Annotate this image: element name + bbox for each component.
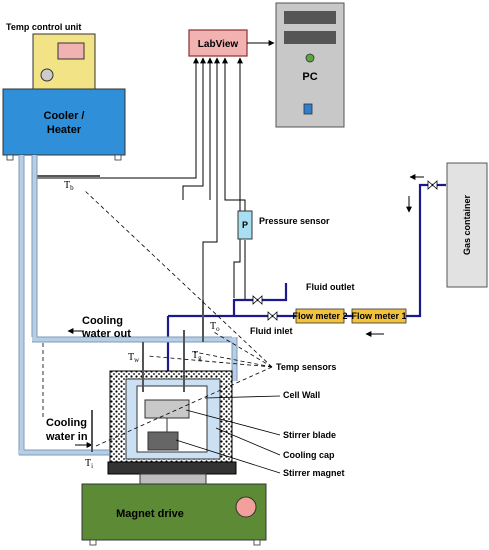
magnet-base-plate: [107, 461, 237, 475]
gas-container: Gas container: [446, 162, 488, 288]
magnet-drive-knob: [235, 496, 257, 518]
magnet-drive-label: Magnet drive: [116, 508, 184, 520]
gas-supply-pipe: [406, 183, 446, 318]
temp-unit-knob: [40, 68, 54, 82]
cooling-water-in-label-1: Cooling: [46, 417, 87, 429]
cooler-heater-label-2: Heater: [47, 124, 82, 136]
tw-label: Tw: [128, 352, 140, 364]
stirrer-magnet: [147, 431, 179, 451]
cell-assembly: [107, 370, 237, 475]
flow-meter-1: Flow meter 1: [351, 308, 407, 324]
pc-tower: PC: [275, 2, 345, 128]
ti-label: Ti: [85, 458, 93, 470]
cooling-water-out-label-2: water out: [81, 328, 131, 340]
magnet-drive: Magnet drive: [81, 473, 267, 546]
signal-lines: [33, 57, 246, 300]
gas-container-label: Gas container: [462, 194, 472, 255]
signal-line-pressure: [222, 57, 246, 211]
cooler-heater-label-1: Cooler /: [44, 110, 85, 122]
temp-control-unit-label: Temp control unit: [6, 22, 81, 32]
pc-label: PC: [302, 71, 317, 83]
fluid-outlet-label: Fluid outlet: [306, 282, 355, 292]
cooling-water-pipes: [18, 155, 238, 456]
pressure-sensor-label: Pressure sensor: [259, 216, 330, 226]
pc-power-led: [305, 53, 315, 63]
cooling-water-in-label-2: water in: [45, 431, 88, 443]
temp-control-unit: [32, 33, 96, 91]
pressure-sensor: P: [237, 210, 253, 300]
signal-line-tw: [182, 57, 206, 200]
pc-button: [303, 103, 313, 115]
flow-meter-2-label: Flow meter 2: [292, 311, 347, 321]
cooling-water-out-label-1: Cooling: [82, 315, 123, 327]
labview-box: LabView: [188, 29, 248, 57]
stirrer-blade: [144, 399, 190, 419]
to-label: To: [210, 321, 220, 333]
pc-drive-bay-1: [284, 11, 336, 24]
tb-label: Tb: [64, 180, 74, 192]
stirrer-blade-label: Stirrer blade: [283, 430, 336, 440]
flow-valve-2: [267, 311, 278, 321]
tg-label: Tg: [192, 350, 202, 362]
pressure-symbol: P: [242, 220, 248, 230]
fluid-inlet-label: Fluid inlet: [250, 326, 293, 336]
gas-valve: [427, 180, 438, 190]
cooler-heater: Cooler / Heater: [2, 88, 126, 161]
labview-label: LabView: [198, 39, 239, 50]
flow-valve-1: [252, 295, 263, 305]
temp-sensors-label: Temp sensors: [276, 362, 336, 372]
cooling-cap-label: Cooling cap: [283, 450, 335, 460]
temp-unit-display: [57, 42, 85, 60]
flow-meter-1-label: Flow meter 1: [351, 311, 406, 321]
flow-meter-2: Flow meter 2: [292, 308, 348, 324]
cell-wall-label: Cell Wall: [283, 390, 320, 400]
signal-line-flowmeter: [233, 57, 243, 298]
component-pointers: [175, 395, 281, 474]
pc-drive-bay-2: [284, 31, 336, 44]
signal-line-to: [202, 57, 220, 300]
stirrer-magnet-label: Stirrer magnet: [283, 468, 345, 478]
signal-line-tb: [33, 57, 199, 179]
temp-sensor-pointers: [83, 189, 273, 447]
